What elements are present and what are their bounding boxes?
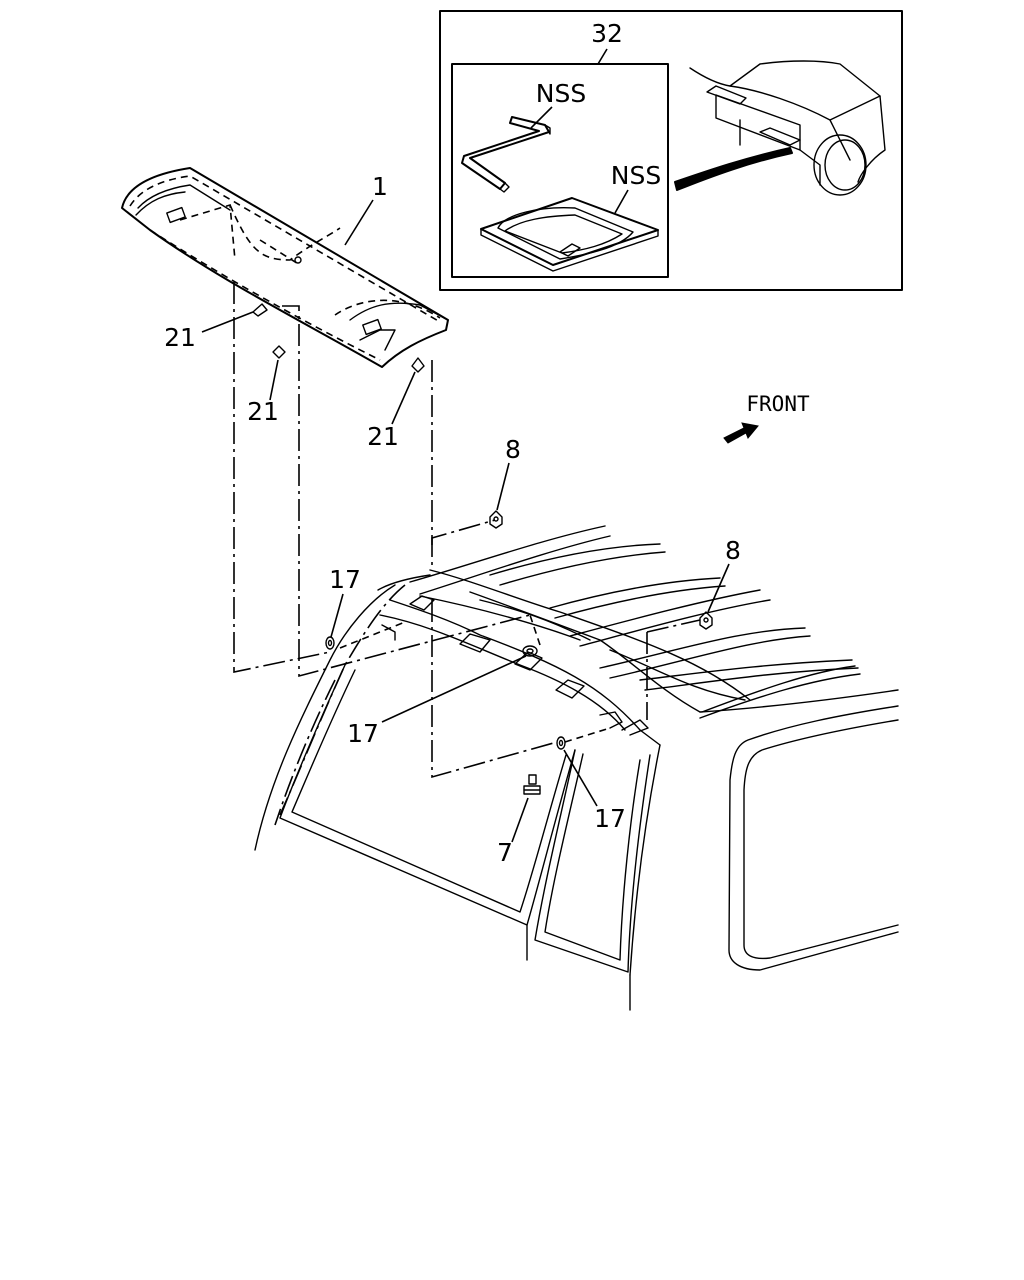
rear-headliner-panel [121,167,449,368]
grommet-right-leader [563,749,598,807]
front-label: FRONT [746,392,810,416]
vehicle-roof-body [254,525,899,1011]
callout-grommet-left: 17 [329,565,361,594]
clip-left-icon [252,303,268,317]
callout-nut-right: 8 [725,536,741,565]
inset-frame [439,10,903,291]
grommet-left-leader [330,593,344,638]
nut-top-leader [496,462,510,511]
callout-screw: 7 [497,838,513,867]
tool-leader [530,106,553,129]
front-arrow-icon [723,422,759,444]
screw-leader [511,797,529,843]
clip-right-leader [391,371,416,425]
mounting-bolt-icon [166,206,382,336]
tool-label: NSS [536,79,586,108]
callout-clip-left: 21 [164,323,196,352]
inset-part-number: 32 [591,19,623,48]
nut-right-icon [699,611,713,630]
vehicle-location-icon [674,60,886,196]
clip-mid-icon [272,345,286,359]
pouch-label: NSS [611,161,661,190]
inset-parts-frame [451,63,669,278]
grommet-right-icon [556,736,566,750]
grommet-left-icon [325,636,335,650]
callout-grommet-right: 17 [594,804,626,833]
inset-box: 32 NSS NSS [439,10,903,291]
hex-wrench-icon [461,116,551,193]
callout-headliner: 1 [372,172,388,201]
callout-clip-right: 21 [367,422,399,451]
grommet-center-icon [522,645,538,657]
grommet-center-leader [381,655,527,723]
callout-nut-top: 8 [505,435,521,464]
clip-left-leader [201,311,254,333]
assembly-guide-lines [233,282,701,779]
callout-clip-mid: 21 [247,397,279,426]
pouch-leader [614,189,629,214]
storage-pouch-icon [480,197,659,272]
nut-right-leader [707,563,730,613]
screw-icon [523,774,541,795]
callout-grommet-center: 17 [347,719,379,748]
inset-leader [597,48,608,65]
clip-right-icon [411,357,425,373]
headliner-leader [344,199,374,246]
clip-mid-leader [269,359,279,401]
nut-top-icon [489,510,503,529]
